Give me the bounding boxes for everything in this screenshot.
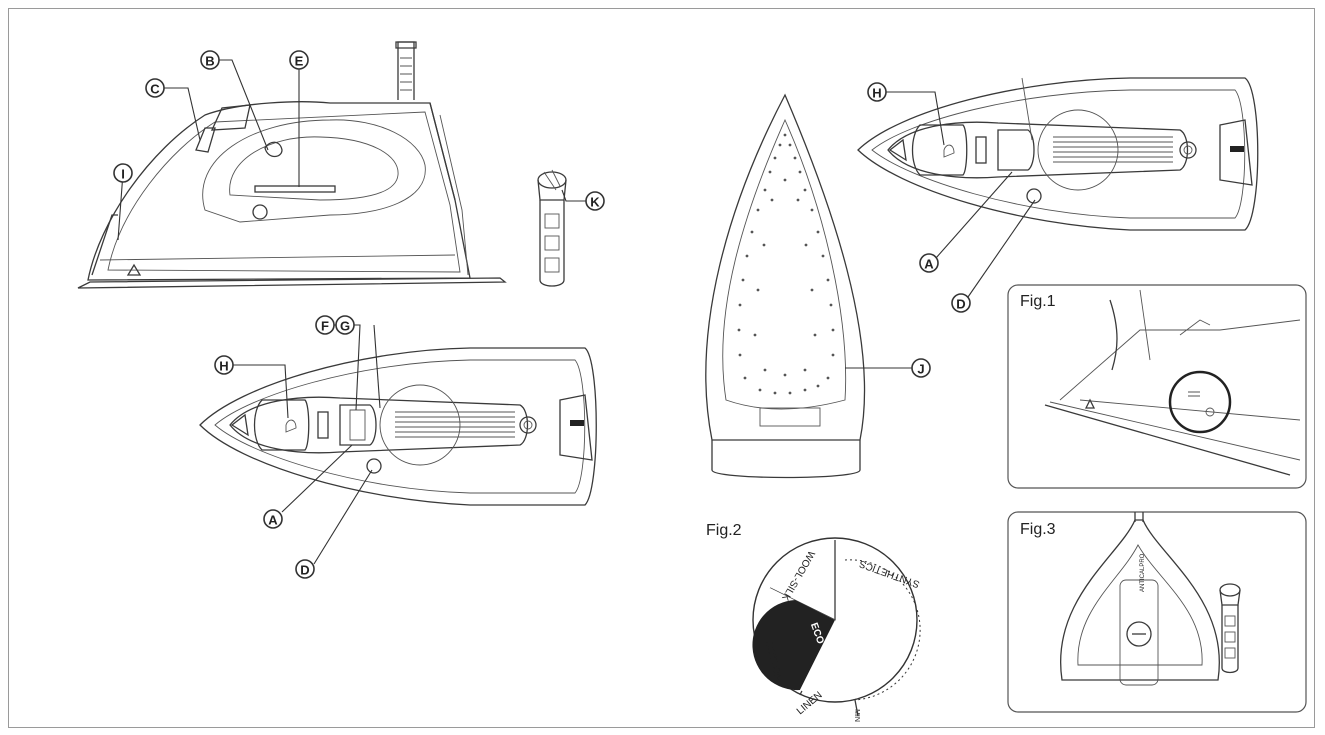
callout-a-left: A [263,509,283,529]
svg-text:E: E [295,54,304,69]
iron-top-view [199,347,597,506]
svg-text:A: A [268,513,278,528]
fig3-label: Fig.3 [1020,521,1056,538]
svg-text:J: J [917,362,924,377]
svg-text:D: D [956,297,965,312]
callout-k: K [585,191,605,211]
fig2-label: Fig.2 [706,522,742,539]
callout-j: J [911,358,931,378]
callout-e: E [289,50,309,70]
callout-d-left: D [295,559,315,579]
figure-1-inset [1007,284,1307,489]
callout-b: B [200,50,220,70]
callout-h-left: H [214,355,234,375]
svg-text:C: C [150,82,160,97]
svg-text:A: A [924,257,934,272]
iron-side-view [77,41,507,289]
callout-a-right: A [919,253,939,273]
svg-text:K: K [590,195,600,210]
figure-3-inset [1007,511,1307,713]
fig1-label: Fig.1 [1020,293,1056,310]
svg-text:H: H [872,86,881,101]
soleplate-view [705,93,866,479]
svg-text:G: G [340,319,350,334]
callout-f: F [315,315,335,335]
anti-calc-stick [537,169,567,287]
svg-text:I: I [121,167,125,182]
callout-h-right: H [867,82,887,102]
callout-g: G [335,315,355,335]
callout-d-right: D [951,293,971,313]
svg-text:F: F [321,319,329,334]
temperature-dial [752,537,921,717]
callout-c: C [145,78,165,98]
iron-top-view-right [857,77,1259,231]
svg-text:B: B [205,54,214,69]
svg-text:H: H [219,359,228,374]
callout-i: I [113,163,133,183]
svg-text:D: D [300,563,309,578]
